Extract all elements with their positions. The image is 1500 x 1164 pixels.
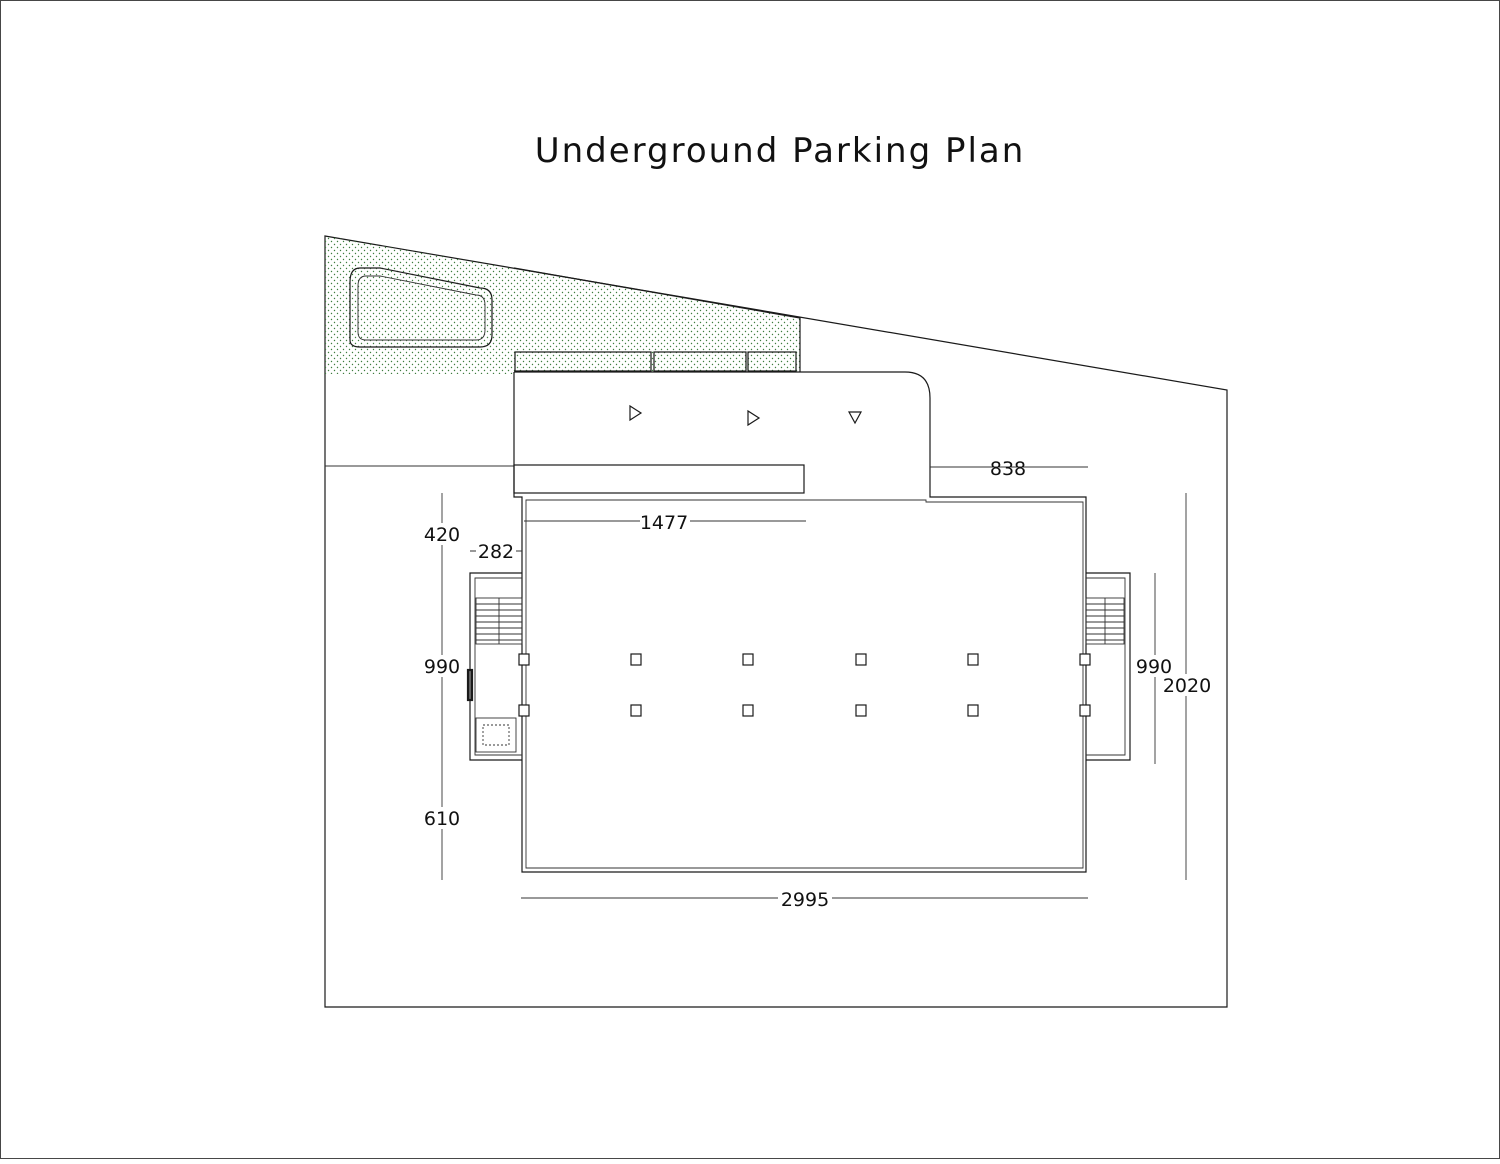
ramp-strip-bottom	[513, 464, 805, 494]
dimension-ramp-width: 1477	[524, 510, 806, 534]
landscape-area	[325, 236, 800, 374]
svg-text:2020: 2020	[1163, 675, 1211, 697]
column	[518, 704, 530, 717]
dimension-right-middle: 990	[1133, 573, 1177, 764]
left-stair	[475, 597, 523, 645]
dimension-overall-depth: 2020	[1163, 493, 1213, 880]
column	[742, 653, 754, 666]
planter-outer	[349, 267, 493, 348]
svg-text:2995: 2995	[781, 889, 829, 911]
ramp-strip-3	[747, 351, 797, 372]
dimension-left-setback: 282	[470, 540, 522, 563]
column	[1079, 704, 1091, 717]
column	[518, 653, 530, 666]
svg-text:610: 610	[424, 808, 460, 830]
drawing-title: Underground Parking Plan	[535, 131, 1026, 171]
column	[855, 653, 867, 666]
column	[1079, 653, 1091, 666]
dimension-overall-width: 2995	[521, 887, 1088, 911]
left-core-inner	[474, 577, 522, 756]
svg-text:1477: 1477	[640, 512, 688, 534]
svg-text:990: 990	[424, 656, 460, 678]
column	[742, 704, 754, 717]
dimension-left-vertical: 420 990 610	[420, 493, 464, 880]
left-lift	[475, 717, 517, 753]
svg-text:990: 990	[1136, 656, 1172, 678]
right-core-inner	[1086, 577, 1126, 756]
site-boundary	[324, 235, 1228, 1008]
direction-arrow-3	[847, 411, 863, 425]
ramp-strip-2	[653, 351, 747, 372]
column	[967, 704, 979, 717]
right-stair	[1085, 597, 1125, 645]
left-core-outer	[469, 572, 522, 761]
svg-text:282: 282	[478, 541, 514, 563]
ramp-outline	[513, 371, 1087, 873]
direction-arrow-2	[747, 409, 761, 427]
left-door	[466, 668, 474, 702]
building-inner-wall	[525, 499, 1084, 869]
svg-text:420: 420	[424, 524, 460, 546]
landscape-edge	[513, 267, 801, 372]
dimension-top-right: 838	[930, 458, 1088, 480]
planter-inner	[357, 275, 486, 341]
direction-arrow-1	[629, 404, 643, 422]
right-core-outer	[1086, 572, 1131, 761]
svg-text:838: 838	[990, 458, 1026, 480]
column	[630, 653, 642, 666]
column	[967, 653, 979, 666]
column	[630, 704, 642, 717]
ramp-strip-1	[514, 351, 652, 372]
column	[855, 704, 867, 717]
